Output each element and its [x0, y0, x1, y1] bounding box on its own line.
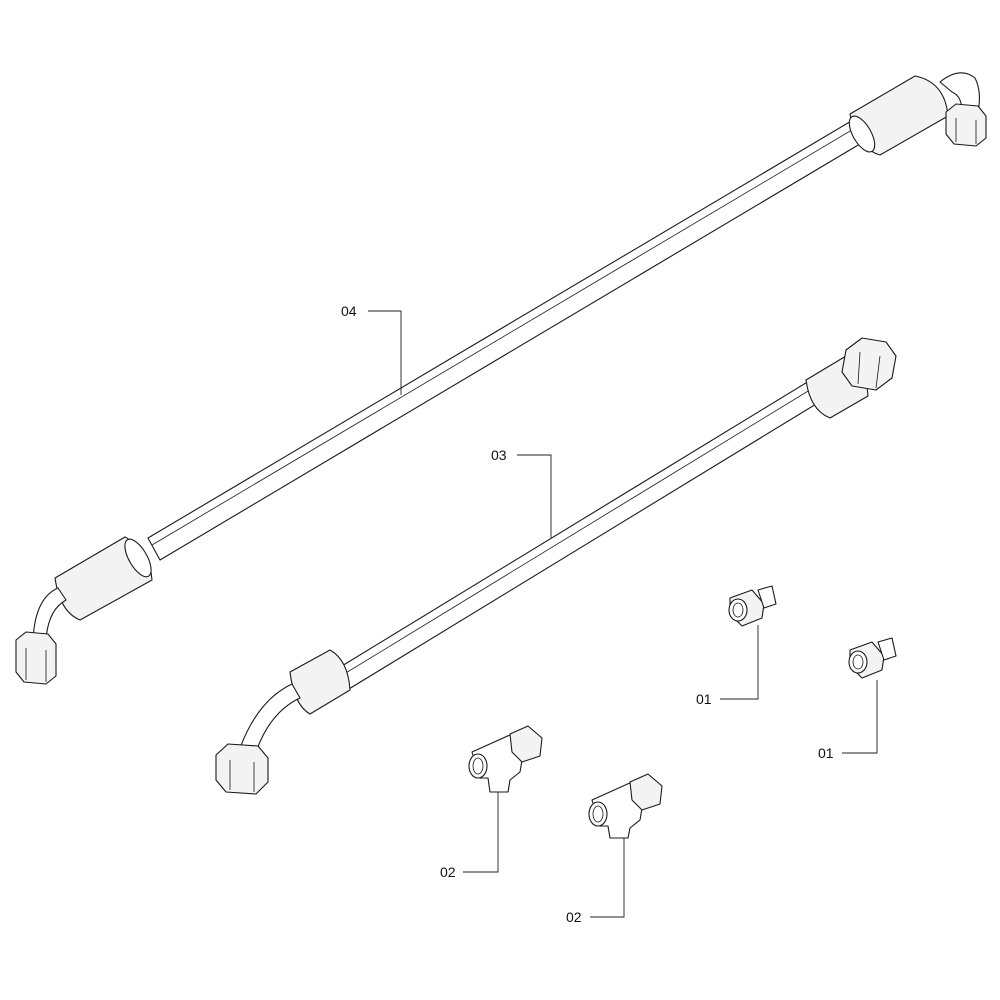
hose-03-lower-elbow	[239, 683, 301, 753]
tee-02-right-port-inner	[592, 805, 604, 823]
adapter-01-left[interactable]	[728, 585, 777, 627]
callout-02-right: 02	[566, 909, 582, 925]
adapter-01-right-port	[848, 650, 868, 674]
leader-02-left	[463, 792, 499, 873]
callout-01-left: 01	[696, 691, 712, 707]
tee-02-left-nut	[509, 725, 543, 763]
tee-02-right-port	[588, 801, 608, 827]
hose-04-lower-sleeve-rim	[124, 538, 152, 578]
hose-03[interactable]	[215, 337, 897, 795]
leader-04	[368, 310, 402, 395]
adapter-01-right[interactable]	[848, 637, 897, 679]
adapter-01-left-port	[728, 598, 748, 622]
hose-03-tube-edge	[335, 384, 819, 680]
adapter-01-right-thread	[877, 637, 897, 661]
adapter-01-left-port-inner	[732, 602, 744, 618]
hose-03-upper-nut-flat	[857, 351, 861, 385]
hose-03-upper-nut-flat	[875, 355, 881, 389]
adapter-01-right-port-inner	[852, 654, 864, 670]
hose-04-tube-edge	[151, 123, 863, 546]
callout-04: 04	[341, 303, 357, 319]
hose-04-upper-elbow	[939, 72, 981, 113]
tee-02-left-port-inner	[472, 757, 484, 775]
tee-02-left[interactable]	[468, 725, 543, 793]
hose-04-upper-nut	[945, 103, 987, 147]
hose-04-lower-elbow	[32, 587, 67, 641]
hose-03-lower-sleeve	[289, 649, 351, 715]
hose-04-upper-sleeve-rim	[848, 115, 876, 153]
hose-04[interactable]	[15, 72, 987, 685]
leader-03	[517, 454, 552, 538]
adapter-01-left-thread	[757, 585, 777, 609]
hose-03-lower-nut	[215, 743, 269, 795]
tee-02-right-nut	[629, 773, 663, 811]
tee-02-right[interactable]	[588, 773, 663, 839]
hose-03-upper-nut	[841, 337, 897, 391]
tee-02-left-port	[468, 753, 488, 779]
hose-04-lower-nut	[15, 631, 57, 685]
leader-02-right	[590, 838, 625, 918]
leader-01-left	[720, 625, 759, 700]
callout-03: 03	[491, 447, 507, 463]
callout-01-right: 01	[818, 745, 834, 761]
leader-01-right	[842, 680, 878, 754]
callout-02-left: 02	[440, 864, 456, 880]
